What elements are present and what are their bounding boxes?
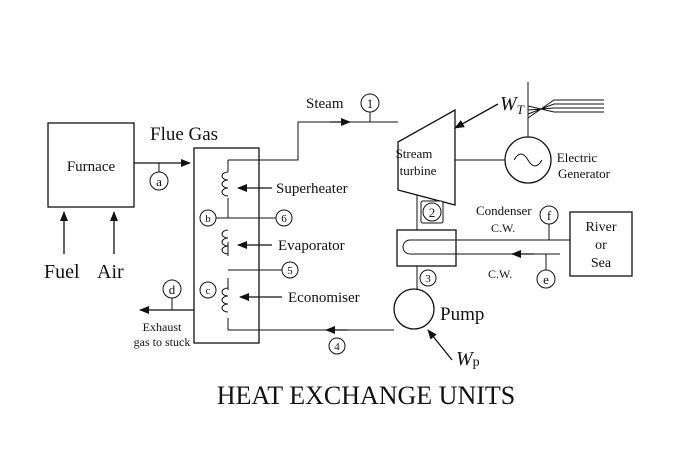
state-point-b-label: b (205, 213, 211, 225)
steam-line-top (228, 121, 371, 161)
air-label: Air (97, 261, 124, 283)
river-label-line1: River (585, 220, 616, 235)
exhaust-label-line1: Exhaust (143, 320, 182, 334)
generator-label-line1: Electric (557, 150, 598, 165)
work-pump-arrow (427, 329, 453, 361)
evaporator-coil (221, 229, 229, 255)
ac-wave-icon (513, 153, 543, 167)
state-point-6-label: 6 (281, 213, 287, 225)
state-point-c (199, 281, 217, 299)
state-point-3 (419, 269, 437, 287)
state-point-5 (281, 261, 299, 279)
flue-gas-label: Flue Gas (150, 124, 218, 145)
state-point-1-label: 1 (367, 96, 374, 111)
condenser-tube (402, 239, 570, 255)
state-point-2-label: 2 (429, 205, 436, 220)
work-turbine-label: WT (500, 93, 525, 117)
state-point-3-label: 3 (425, 273, 431, 285)
state-point-4 (328, 337, 346, 355)
turbine-label-line1: Stream (396, 146, 433, 161)
river-label-line2: or (595, 238, 607, 253)
state-point-5-label: 5 (287, 265, 293, 277)
state-point-a (149, 171, 169, 191)
economiser-label: Economiser (288, 290, 360, 306)
diagram-title: HEAT EXCHANGE UNITS (217, 381, 516, 410)
superheater-coil (221, 171, 229, 197)
turbine-label-line2: turbine (400, 163, 437, 178)
state-point-c-label: c (206, 285, 211, 297)
evaporator-label: Evaporator (278, 238, 345, 254)
furnace-label: Furnace (67, 159, 116, 175)
state-point-d (162, 279, 182, 299)
cw-top-label: C.W. (491, 221, 515, 235)
superheater-label: Superheater (276, 181, 348, 197)
state-point-d-label: d (169, 282, 176, 297)
work-turbine-arrow (454, 103, 499, 129)
state-point-2 (422, 202, 442, 222)
state-point-a-label: a (156, 174, 162, 189)
generator-label-line2: Generator (558, 166, 611, 181)
fuel-label: Fuel (44, 261, 80, 283)
steam-label: Steam (306, 96, 344, 112)
turbine-body (397, 108, 456, 206)
cw-bottom-label: C.W. (488, 267, 512, 281)
condenser-box (396, 229, 457, 267)
state-point-f (539, 205, 559, 225)
state-point-e (536, 269, 556, 289)
furnace-box (47, 122, 135, 208)
pump-label: Pump (440, 304, 484, 325)
economiser-coil (221, 287, 229, 313)
river-label-line3: Sea (591, 256, 612, 271)
work-pump-label: Wp (456, 348, 480, 370)
river-sea-box (569, 211, 633, 277)
state-point-e-label: e (543, 272, 549, 287)
exhaust-label-line2: gas to stuck (134, 335, 191, 349)
condenser-label: Condenser (476, 203, 532, 218)
transmission-lines (527, 99, 604, 119)
state-point-6 (275, 209, 293, 227)
state-point-f-label: f (547, 208, 552, 223)
pump-circle (393, 288, 435, 330)
state-point-4-label: 4 (334, 341, 340, 353)
